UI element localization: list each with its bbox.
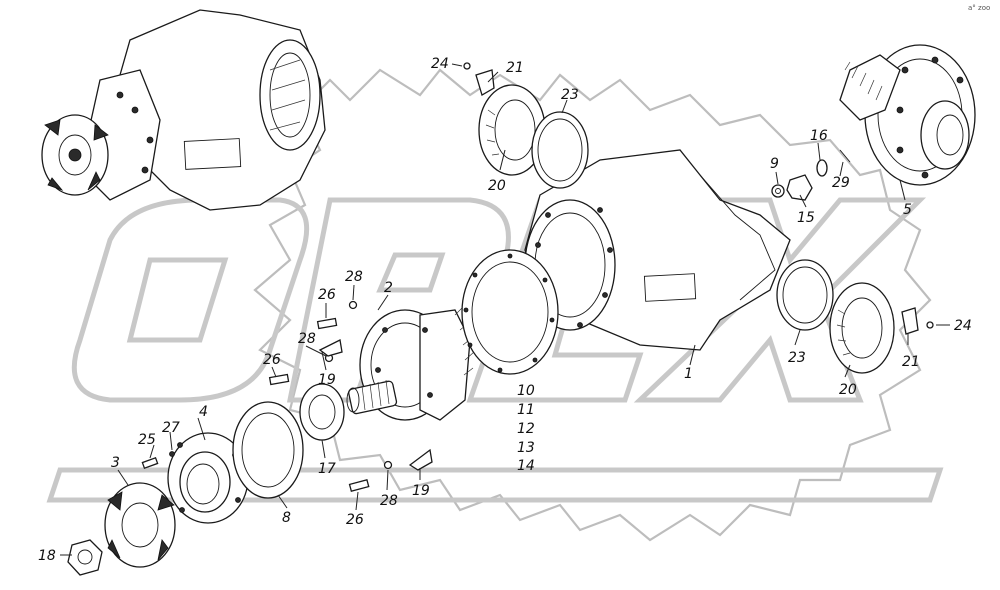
callout-1: 1 [684,366,693,382]
callout-23-a: 23 [561,87,579,103]
callout-28-a: 28 [345,269,363,285]
callout-4: 4 [199,404,208,420]
callout-15: 15 [797,210,815,226]
callout-labels: 1 2 3 4 5 8 9 10 11 12 13 14 15 16 17 18… [38,56,972,564]
callout-10: 10 [517,383,535,399]
callout-13: 13 [517,440,535,456]
callout-14: 14 [517,458,535,474]
differential-assembly [839,44,976,186]
callout-26-c: 26 [346,512,364,528]
shim-17 [299,383,345,441]
gear-watermark [253,68,932,542]
callout-24-b: 24 [954,318,972,334]
flange [104,482,176,568]
callout-21-b: 21 [902,354,920,370]
callout-16: 16 [810,128,828,144]
callout-2: 2 [384,280,393,296]
callout-27: 27 [162,420,180,436]
callout-19-a: 19 [318,372,336,388]
nut-18 [67,539,103,576]
callout-18: 18 [38,548,56,564]
callout-23-b: 23 [788,350,806,366]
fasteners [141,300,433,492]
corner-mark: a° zoo [968,4,990,12]
assembled-axle [41,9,326,211]
callout-28-b: 28 [298,331,316,347]
pinion-housing [346,307,475,421]
callout-5: 5 [903,202,912,218]
bearing-race-top [531,111,589,189]
callout-17: 17 [318,461,336,477]
bearing-ring-right [829,282,895,374]
lock-bracket-top [463,62,495,96]
callout-25: 25 [138,432,156,448]
bearing-race-right [776,259,834,331]
lock-bracket-right [901,307,934,335]
callout-20-b: 20 [839,382,857,398]
small-parts-top [771,149,851,201]
callout-26-b: 26 [263,352,281,368]
callout-8: 8 [282,510,291,526]
callout-19-b: 19 [412,483,430,499]
callout-28-c: 28 [380,493,398,509]
callout-21-a: 21 [506,60,524,76]
callout-3: 3 [111,455,120,471]
callout-12: 12 [517,421,535,437]
callout-9: 9 [770,156,779,172]
gasket-8 [232,401,304,499]
callout-24-a: 24 [431,56,449,72]
callout-20-a: 20 [488,178,506,194]
callout-26-a: 26 [318,287,336,303]
callout-11: 11 [517,402,535,418]
gasket-large [461,249,559,375]
callout-29: 29 [832,175,850,191]
leader-lines [60,63,950,556]
